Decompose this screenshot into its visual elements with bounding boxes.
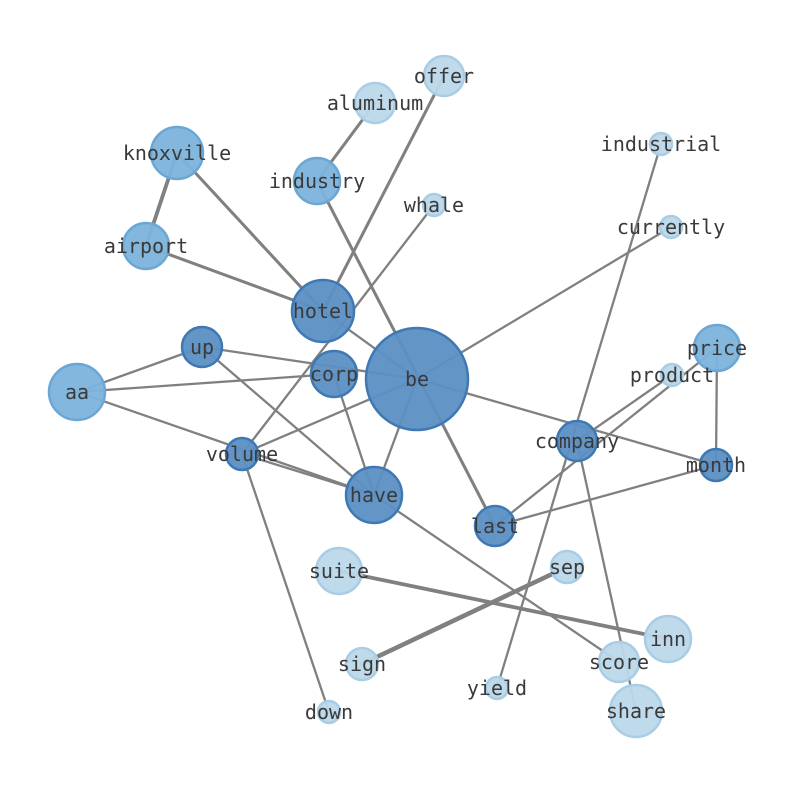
node-label-price: price — [687, 336, 747, 360]
node-label-month: month — [686, 453, 746, 477]
node-currently — [658, 214, 684, 240]
node-label-industrial: industrial — [601, 132, 721, 156]
node-label-hotel: hotel — [293, 299, 353, 323]
edge-offer-hotel — [321, 74, 446, 313]
node-price — [692, 323, 742, 373]
node-label-last: last — [471, 514, 519, 538]
node-label-down: down — [305, 700, 353, 724]
node-label-currently: currently — [617, 215, 725, 239]
node-knoxville — [149, 125, 205, 181]
node-have — [344, 465, 404, 525]
node-label-industry: industry — [269, 169, 365, 193]
edge-sep-sign — [359, 564, 570, 667]
edge-up-have — [200, 345, 376, 497]
node-yield — [484, 675, 510, 701]
node-label-aluminum: aluminum — [327, 91, 423, 115]
node-hotel — [290, 278, 356, 344]
edge-suite-inn — [337, 569, 670, 641]
node-label-volume: volume — [206, 442, 278, 466]
node-inn — [643, 614, 693, 664]
node-label-be: be — [405, 367, 429, 391]
node-airport — [121, 221, 171, 271]
node-label-aa: aa — [65, 380, 89, 404]
edge-last-month — [493, 463, 718, 528]
node-industrial — [648, 131, 674, 157]
node-corp — [309, 349, 359, 399]
node-aluminum — [353, 81, 397, 125]
label-layer: be hotel have corp up volume company last month a… — [65, 64, 747, 724]
node-label-score: score — [589, 650, 649, 674]
node-label-offer: offer — [414, 64, 474, 88]
node-month — [698, 447, 734, 483]
node-suite — [314, 546, 364, 596]
node-label-suite: suite — [309, 559, 369, 583]
node-whale — [421, 192, 447, 218]
node-company — [555, 419, 599, 463]
edge-have-score — [372, 493, 621, 664]
edge-knoxville-hotel — [175, 151, 325, 313]
node-layer — [47, 54, 742, 739]
node-label-product: product — [630, 363, 714, 387]
node-industry — [292, 156, 342, 206]
node-share — [608, 683, 664, 739]
edge-aa-corp — [75, 372, 336, 394]
node-label-whale: whale — [404, 193, 464, 217]
edge-industrial-yield — [495, 142, 663, 690]
node-volume — [224, 436, 260, 472]
node-label-up: up — [190, 335, 214, 359]
edge-volume-down — [240, 452, 331, 714]
node-label-yield: yield — [467, 676, 527, 700]
node-label-airport: airport — [104, 234, 188, 258]
node-down — [316, 699, 342, 725]
node-label-inn: inn — [650, 627, 686, 651]
node-last — [473, 504, 517, 548]
node-label-corp: corp — [310, 362, 358, 386]
node-label-have: have — [350, 483, 398, 507]
node-be — [364, 326, 470, 432]
node-label-knoxville: knoxville — [123, 141, 231, 165]
node-label-share: share — [606, 699, 666, 723]
node-sep — [549, 549, 585, 585]
node-offer — [422, 54, 466, 98]
node-aa — [47, 362, 107, 422]
edge-layer — [75, 74, 719, 714]
node-label-company: company — [535, 429, 619, 453]
node-up — [180, 325, 224, 369]
node-score — [597, 640, 641, 684]
node-sign — [344, 646, 380, 682]
node-product — [659, 362, 685, 388]
node-label-sep: sep — [549, 555, 585, 579]
edge-aa-have — [75, 390, 376, 497]
node-label-sign: sign — [338, 652, 386, 676]
